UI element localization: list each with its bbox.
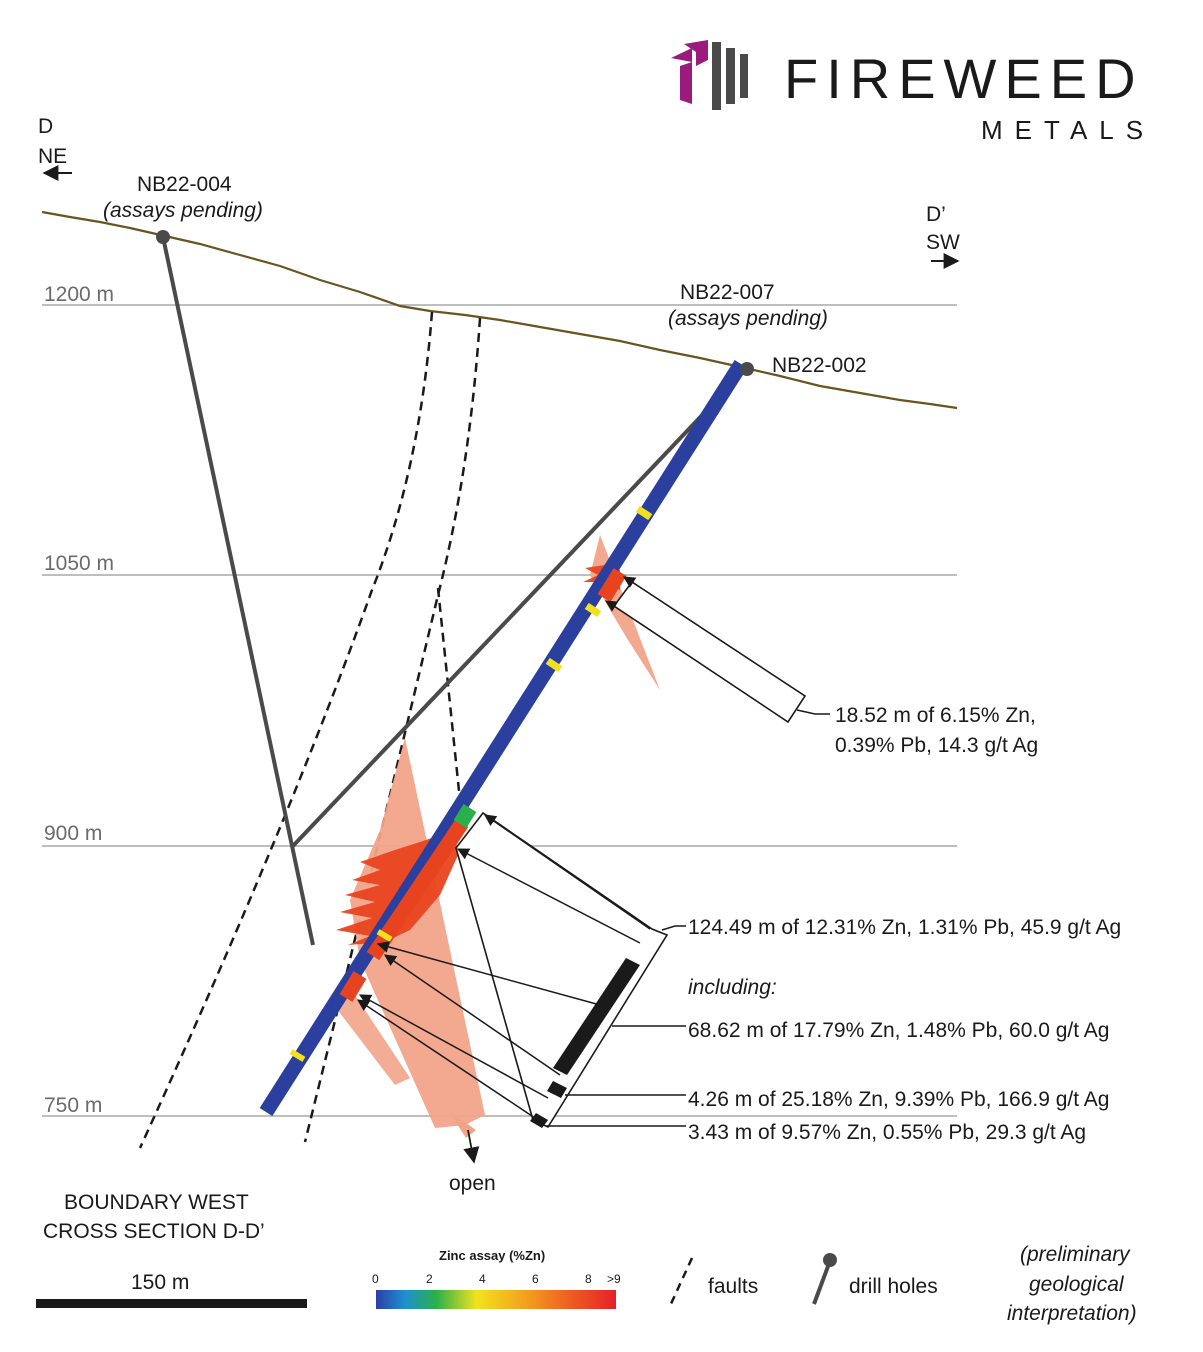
legend-faults-label: faults [708,1275,758,1298]
note-line1: (preliminary [1020,1243,1131,1266]
callout-arrow-upper-2 [604,600,619,612]
callout-bar-4m [547,1081,567,1098]
left-direction: NE [38,145,67,168]
section-title-line1: BOUNDARY WEST [64,1191,249,1214]
note-line2: geological [1029,1273,1125,1296]
callout-bar-3m [530,1113,548,1128]
label-nb22-007-status: (assays pending) [668,307,828,330]
callout-arrow-main-1 [484,814,651,930]
zinc-tick-9plus: >9 [607,1272,621,1286]
fault-line-west [138,311,434,1149]
note-line3: interpretation) [1007,1302,1137,1325]
fireweed-logo-mark [671,40,748,110]
intercept-callouts [357,576,830,1129]
label-nb22-007: NB22-007 [680,281,775,304]
mineralized-zone-main [350,738,485,1128]
intercept-upper-line1: 18.52 m of 6.15% Zn, [835,704,1036,727]
zinc-tick-2: 2 [426,1272,433,1286]
zinc-tick-4: 4 [479,1272,486,1286]
elevation-label-1050: 1050 m [44,552,114,575]
brand-name: FIREWEED [784,47,1144,110]
open-arrow-icon [463,1129,480,1164]
callout-arrow-main-6 [357,999,536,1119]
drill-trace-nb22-004 [161,236,315,946]
callout-leader-upper [796,709,830,715]
label-nb22-002: NB22-002 [772,354,867,377]
zinc-tick-8: 8 [585,1272,592,1286]
callout-arrow-main-3 [376,941,601,1006]
section-title-line2: CROSS SECTION D-D’ [43,1220,265,1243]
zinc-scale-title: Zinc assay (%Zn) [439,1248,545,1263]
legend-drill-holes-label: drill holes [849,1275,938,1298]
brand-sub: METALS [981,115,1155,145]
fireweed-logo: FIREWEED METALS [671,40,1155,145]
label-nb22-004: NB22-004 [137,173,232,196]
intercept-sub3: 3.43 m of 9.57% Zn, 0.55% Pb, 29.3 g/t A… [688,1121,1086,1144]
intercept-including: including: [688,976,777,999]
right-direction: SW [926,231,960,254]
mineralized-zone-lower-spike [330,980,410,1085]
drill-hole-legend-icon [812,1253,837,1305]
label-nb22-004-status: (assays pending) [103,199,263,222]
section-start-letter: D [38,115,53,138]
drill-core-yellow-band-2 [584,602,602,618]
section-end-letter: D’ [926,203,946,226]
drill-core-high-grade [366,818,469,961]
drill-core-lower-grade [339,971,367,1002]
drill-core-yellow-band-4 [289,1049,306,1062]
zinc-tick-0: 0 [372,1272,379,1286]
intercept-main: 124.49 m of 12.31% Zn, 1.31% Pb, 45.9 g/… [688,916,1121,939]
intercept-upper-line2: 0.39% Pb, 14.3 g/t Ag [835,734,1038,757]
open-label: open [449,1172,496,1195]
callout-box-upper [612,580,807,724]
topography-surface [41,210,958,410]
scale-bar-label: 150 m [131,1271,189,1294]
zinc-color-ramp [376,1290,616,1309]
callout-arrow-upper-1 [622,576,637,588]
callout-leader-main [661,925,686,931]
collar-nb22-004 [156,230,170,244]
collar-nb22-002 [740,362,754,376]
callout-bar-68m [553,958,640,1075]
callout-arrow-main-2 [456,848,641,944]
elevation-label-900: 900 m [44,822,102,845]
elevation-label-750: 750 m [44,1094,102,1117]
callout-box-main [455,811,669,1129]
drill-core-upper-grade [597,568,627,602]
intercept-sub2: 4.26 m of 25.18% Zn, 9.39% Pb, 166.9 g/t… [688,1088,1109,1111]
drill-core-green-interval [453,804,477,828]
elevation-label-1200: 1200 m [44,283,114,306]
callout-arrow-main-5 [358,994,549,1099]
drill-core-yellow-band-1 [635,505,653,521]
drill-core-nb22-002 [259,359,748,1117]
scale-bar [36,1299,307,1308]
drill-trace-nb22-007 [290,368,747,849]
zinc-tick-6: 6 [532,1272,539,1286]
intercept-sub1: 68.62 m of 17.79% Zn, 1.48% Pb, 60.0 g/t… [688,1019,1109,1042]
zinc-assay-legend: Zinc assay (%Zn) 0 2 4 6 8 >9 [372,1248,621,1309]
drill-core-yellow-band-3 [545,657,563,673]
callout-arrow-main-4 [384,954,561,1076]
fault-line-inner [436,587,464,821]
drill-core-yellow-band-5 [376,929,393,942]
fault-legend-icon [668,1257,694,1307]
